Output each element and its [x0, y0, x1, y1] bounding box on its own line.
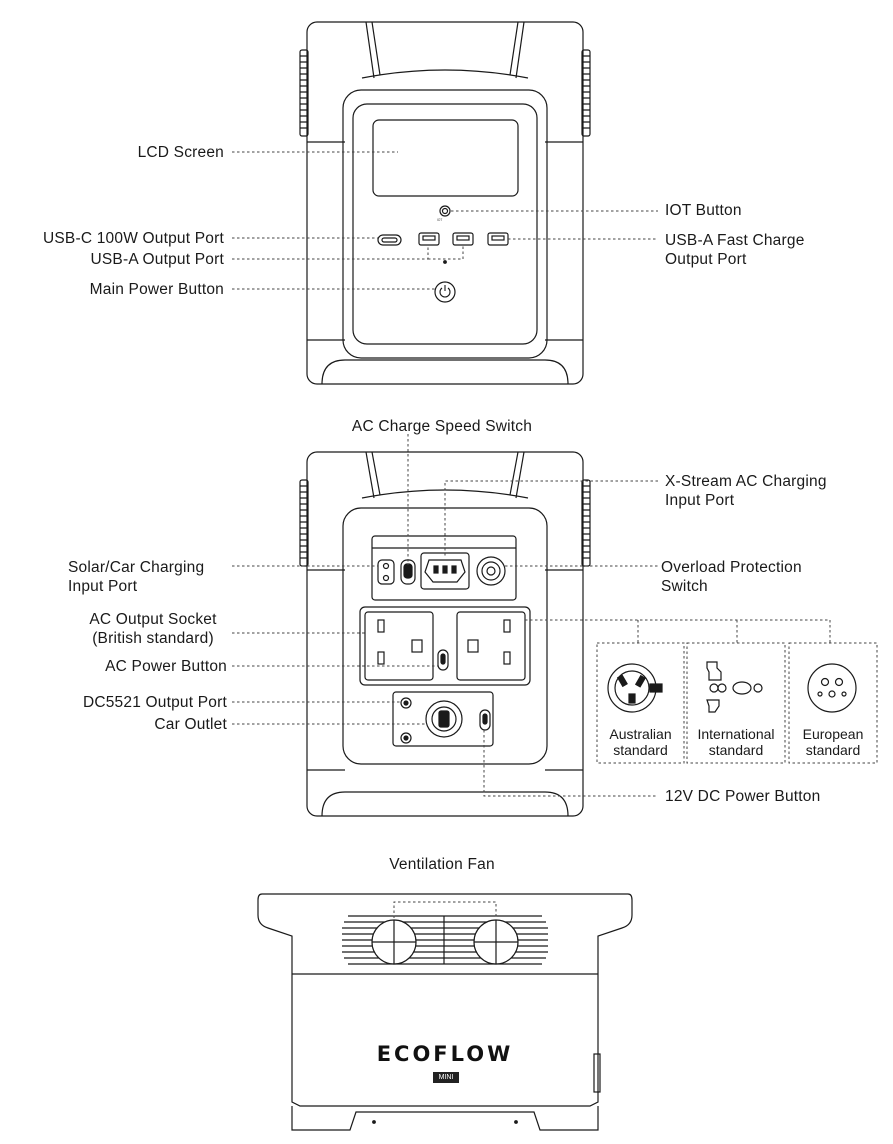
back-view [299, 451, 591, 817]
usb-a-fast-label: USB-A Fast Charge Output Port [665, 231, 805, 269]
ac-socket-shape-2[interactable] [456, 611, 526, 681]
front-leaders [232, 151, 658, 290]
solar-car-label-line1: Solar/Car Charging [68, 559, 205, 576]
xstream-label-line2: Input Port [665, 492, 735, 509]
car-outlet-label: Car Outlet [154, 716, 227, 733]
standard-boxes [596, 642, 878, 764]
usb-a-fast-label-line1: USB-A Fast Charge [665, 232, 805, 249]
car-outlet-shape[interactable] [425, 700, 463, 738]
iot-button-label: IOT Button [665, 202, 742, 219]
usb-a-port-label: USB-A Output Port [90, 251, 224, 268]
ac-socket-label-line2: (British standard) [92, 630, 214, 647]
solar-car-label: Solar/Car Charging Input Port [68, 558, 204, 596]
solar-car-label-line2: Input Port [68, 578, 138, 595]
dc5521-port-label: DC5521 Output Port [82, 694, 227, 711]
model-badge: MINI [433, 1072, 459, 1083]
overload-label: Overload Protection Switch [661, 558, 802, 596]
standard-european: European standard [789, 726, 877, 758]
standard-australian: Australian standard [597, 726, 684, 758]
ac-charge-speed-switch-label: AC Charge Speed Switch [351, 418, 533, 435]
dc-power-button-label: 12V DC Power Button [665, 788, 821, 805]
ventilation-fan-shape [342, 915, 548, 965]
overload-label-line1: Overload Protection [661, 559, 802, 576]
dc5521-port-shape[interactable] [400, 697, 412, 709]
usb-a-port-shape-2[interactable] [452, 232, 474, 246]
standard-european-line1: European [802, 726, 864, 742]
standard-international-line1: International [697, 726, 775, 742]
ac-power-button-label: AC Power Button [105, 658, 227, 675]
overload-label-line2: Switch [661, 578, 708, 595]
lcd-screen-label: LCD Screen [137, 144, 224, 161]
brand-logo: ECOFLOW [376, 1042, 514, 1066]
main-power-button-shape[interactable] [434, 281, 456, 303]
xstream-label: X-Stream AC Charging Input Port [665, 472, 827, 510]
iot-button-shape[interactable] [439, 205, 451, 217]
ac-socket-shape-1[interactable] [364, 611, 434, 681]
top-leaders [393, 901, 497, 918]
standard-australian-line1: Australian [609, 726, 672, 742]
standard-international-line2: standard [708, 742, 764, 758]
front-view: IOT [299, 21, 591, 385]
xstream-label-line1: X-Stream AC Charging [665, 473, 827, 490]
dc-power-button-shape[interactable] [479, 709, 491, 731]
back-leaders [232, 434, 831, 797]
standard-australian-line2: standard [613, 742, 668, 758]
australian-plug-icon [607, 663, 663, 713]
usb-c-port-shape[interactable] [377, 234, 402, 246]
front-grip-right [581, 49, 591, 137]
usb-a-port-shape[interactable] [418, 232, 440, 246]
overload-switch-shape[interactable] [476, 556, 506, 586]
ac-socket-label: AC Output Socket (British standard) [68, 610, 238, 648]
top-view [257, 893, 633, 1131]
usb-a-fast-label-line2: Output Port [665, 251, 747, 268]
front-grip-left [299, 49, 309, 137]
main-power-button-label: Main Power Button [89, 281, 224, 298]
solar-port-shape[interactable] [377, 559, 395, 585]
svg-text:IOT: IOT [437, 218, 442, 222]
standard-european-line2: standard [805, 742, 861, 758]
dc5521-port-shape-2[interactable] [400, 732, 412, 744]
ventilation-fan-label: Ventilation Fan [389, 856, 495, 873]
usb-a-fast-port-shape[interactable] [487, 232, 509, 246]
international-plug-icon [706, 661, 763, 713]
european-plug-icon [807, 663, 857, 713]
ac-socket-label-line1: AC Output Socket [89, 611, 217, 628]
ac-power-button-shape[interactable] [437, 649, 449, 671]
standard-international: International standard [687, 726, 785, 758]
usb-c-port-label: USB-C 100W Output Port [43, 230, 224, 247]
lcd-screen-shape [372, 119, 519, 197]
